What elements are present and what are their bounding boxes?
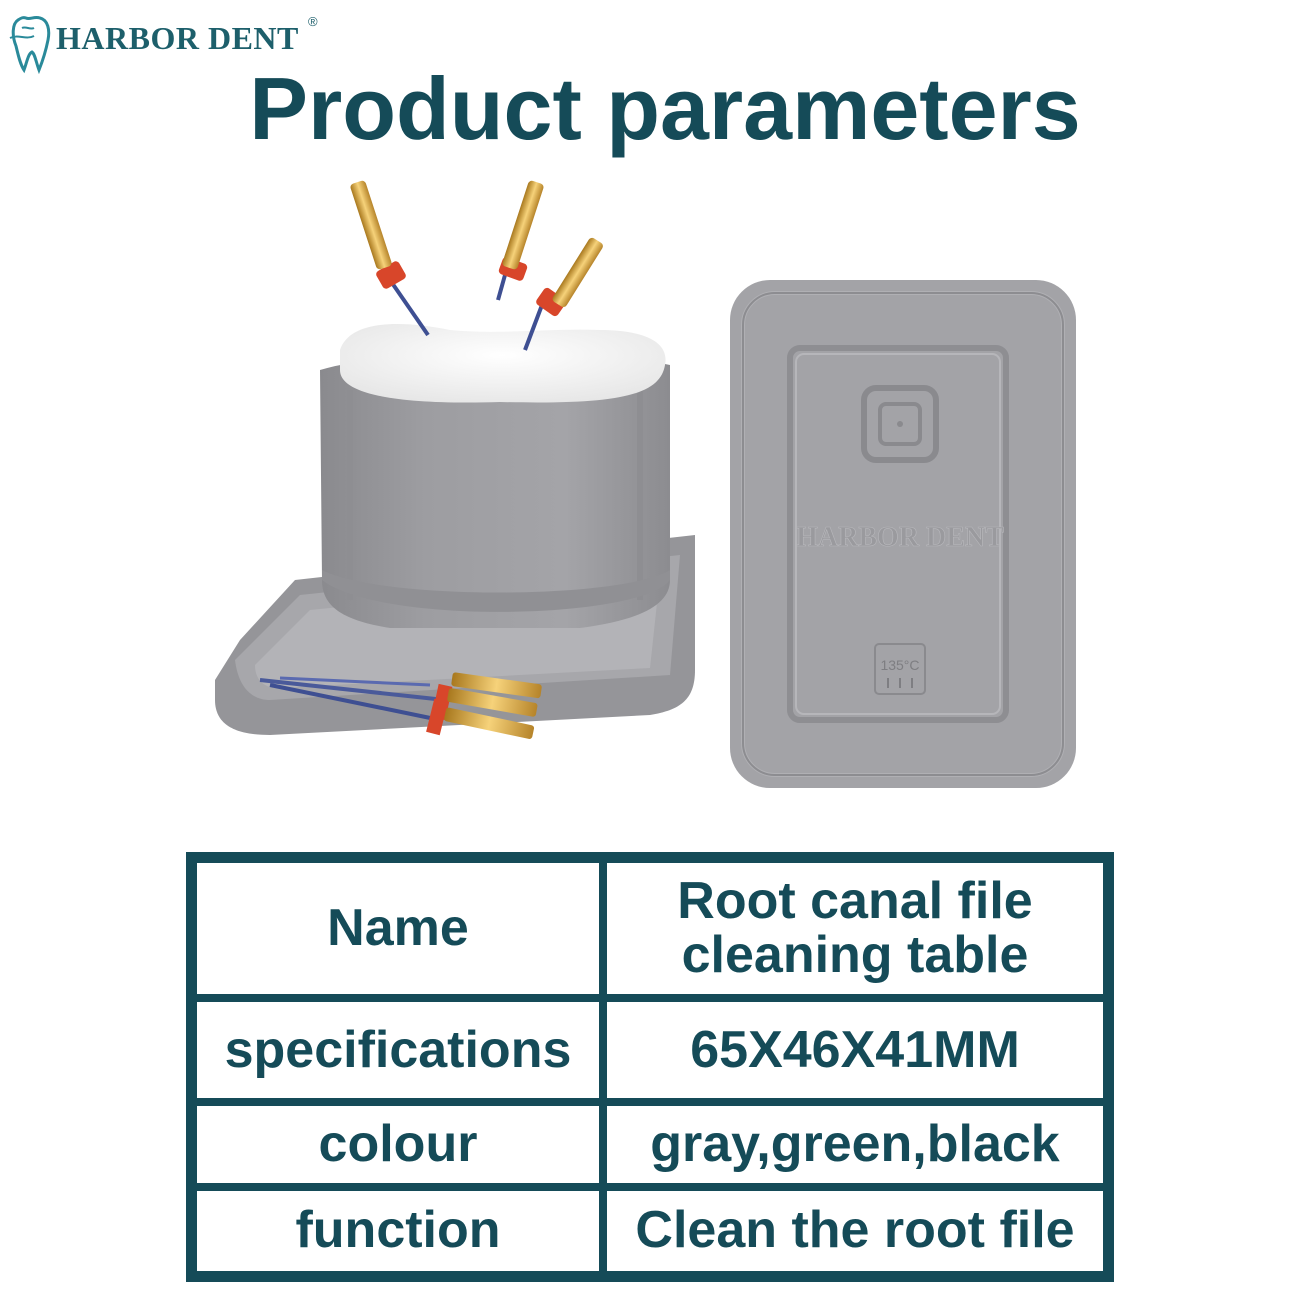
- spec-label-specifications: specifications: [193, 997, 603, 1103]
- spec-table: Name Root canal file cleaning table spec…: [186, 852, 1114, 1282]
- standing-files: [350, 180, 603, 351]
- brand-name: HARBOR DENT: [56, 20, 299, 56]
- table-row: Name Root canal file cleaning table: [193, 859, 1107, 998]
- page-title: Product parameters: [249, 59, 1081, 158]
- brand-logo: HARBOR DENT ®: [8, 8, 338, 78]
- registered-mark: ®: [308, 14, 318, 29]
- silicone-pad: HARBOR DENT 135°C: [730, 280, 1076, 788]
- spec-value-colour: gray,green,black: [603, 1102, 1107, 1187]
- product-photo: HARBOR DENT 135°C: [215, 180, 1076, 788]
- table-row: specifications 65X46X41MM: [193, 997, 1107, 1103]
- spec-value-function: Clean the root file: [603, 1186, 1107, 1275]
- spec-value-name: Root canal file cleaning table: [603, 859, 1107, 998]
- spec-value-specifications: 65X46X41MM: [603, 997, 1107, 1103]
- spec-label-colour: colour: [193, 1102, 603, 1187]
- tray-files: [259, 672, 542, 739]
- file-stand: [215, 180, 695, 739]
- tooth-logo-icon: [9, 15, 51, 74]
- spec-label-function: function: [193, 1186, 603, 1275]
- pad-watermark: HARBOR DENT: [796, 522, 1004, 553]
- temperature-mark: 135°C: [880, 657, 919, 673]
- table-row: colour gray,green,black: [193, 1102, 1107, 1187]
- spec-label-name: Name: [193, 859, 603, 998]
- table-row: function Clean the root file: [193, 1186, 1107, 1275]
